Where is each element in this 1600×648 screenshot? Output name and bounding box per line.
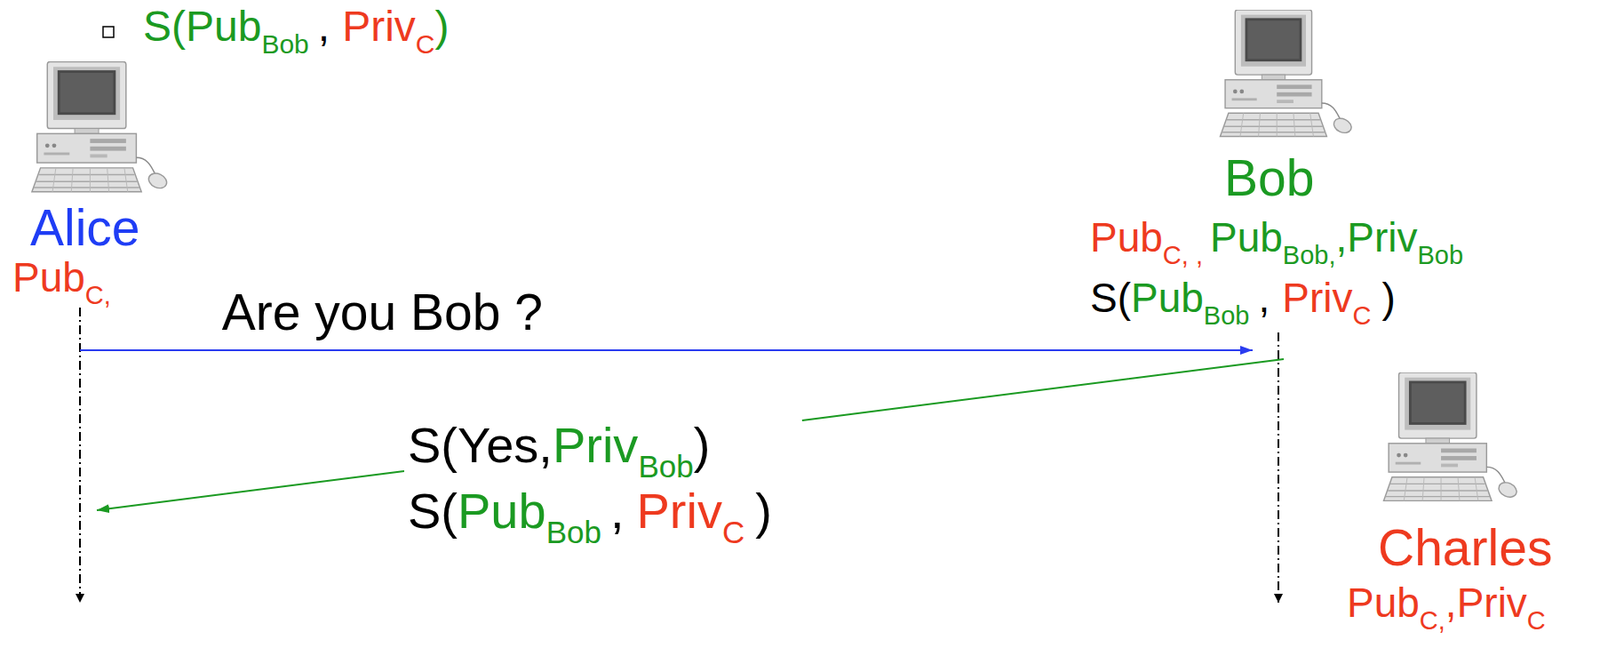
text-line: S(PubBob,PrivC): [407, 477, 773, 545]
formula-text: Priv: [552, 420, 638, 470]
subscript-text: C,: [85, 282, 112, 309]
formula-text: Pub: [1090, 216, 1163, 258]
computer-node: AlicePubC,: [12, 202, 141, 303]
formula-text: ): [755, 485, 773, 536]
formula-text: S(: [143, 5, 186, 48]
subscript-text: C,: [1419, 607, 1446, 634]
subscript-text: Bob: [637, 450, 693, 482]
formula-text: Alice: [30, 202, 141, 254]
text-line: PubC,: [12, 252, 141, 303]
subscript-text: Bob: [1203, 302, 1250, 329]
formula-text: ,Priv: [1445, 581, 1528, 623]
formula-text: ,: [318, 5, 330, 48]
computer-node: CharlesPubC,,PrivC: [1346, 515, 1553, 626]
formula-text: ,: [1257, 277, 1270, 319]
formula-text: Pub: [1209, 216, 1283, 258]
formula-text: Pub: [185, 5, 262, 48]
subscript-text: Bob,: [1282, 242, 1337, 269]
message-arrow: [79, 349, 1253, 351]
text-line: PubC, ,PubBob,,PrivBob: [1090, 206, 1464, 269]
formula-text: Pub: [1346, 581, 1420, 623]
formula-text: ): [1381, 277, 1395, 319]
formula-text: ,Priv: [1336, 216, 1418, 258]
message-text: S(Yes,PrivBob)S(PubBob,PrivC): [404, 413, 776, 545]
bullet-square: [103, 26, 114, 38]
formula-text: ): [434, 5, 449, 48]
subscript-text: C: [722, 516, 745, 548]
subscript-text: C: [1352, 302, 1371, 329]
text-line: Charles: [1377, 515, 1553, 580]
text-line: S(PubBob, PrivC): [1090, 268, 1464, 327]
subscript-text: Bob: [261, 31, 309, 58]
text-line: S(PubBob,PrivC): [143, 0, 449, 54]
formula-text: Pub: [1130, 277, 1204, 319]
text-line: S(Yes,PrivBob): [407, 413, 773, 478]
formula-text: S(: [407, 485, 458, 536]
lifeline: [79, 307, 81, 603]
text-line: Bob: [1224, 149, 1464, 207]
formula-text: Priv: [1281, 277, 1353, 319]
lifeline: [1277, 332, 1280, 603]
text-line: Alice: [30, 202, 141, 253]
formula-text: S(: [1090, 277, 1131, 319]
formula-text: Priv: [636, 485, 722, 536]
formula-text: Pub: [12, 256, 86, 298]
subscript-text: C: [415, 31, 436, 58]
formula-text: Priv: [342, 5, 416, 48]
computer-node: BobPubC, ,PubBob,,PrivBobS(PubBob,PrivC): [1090, 149, 1464, 327]
message-label: Are you Bob ?: [222, 282, 543, 342]
subscript-text: C, ,: [1162, 242, 1203, 269]
formula-text: ,: [610, 485, 625, 536]
computer-icon: [1219, 9, 1354, 137]
subscript-text: Bob: [1417, 242, 1465, 269]
subscript-text: Bob: [546, 516, 602, 548]
formula-text: Charles: [1377, 522, 1553, 574]
formula-text: ): [693, 420, 711, 470]
formula-text: S(Yes,: [407, 420, 553, 470]
subscript-text: C: [1527, 607, 1546, 634]
text-line: PubC,,PrivC: [1346, 579, 1553, 626]
formula-text: Bob: [1224, 152, 1314, 204]
computer-icon: [1383, 372, 1519, 501]
formula-text: Pub: [457, 485, 547, 536]
message-text: S(PubBob,PrivC): [143, 0, 449, 54]
computer-icon: [31, 61, 169, 192]
